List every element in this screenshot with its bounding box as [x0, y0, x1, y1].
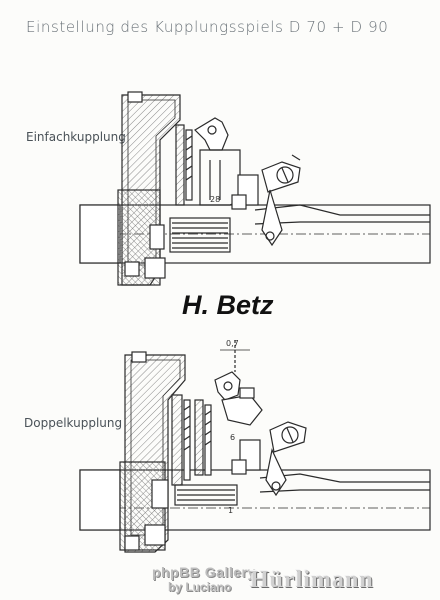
- single-gap-dimension: 28: [210, 195, 220, 204]
- double-end-dimension: 1: [228, 506, 233, 515]
- double-small-dimension: 6: [230, 433, 235, 442]
- drawing-title: Einstellung des Kupplungsspiels D 70 + D…: [26, 18, 389, 36]
- single-clutch-label: Einfachkupplung: [26, 130, 126, 144]
- double-clutch-drawing: [79, 340, 431, 553]
- author-stamp: H. Betz: [182, 290, 274, 320]
- watermark-author: by Luciano: [168, 580, 232, 594]
- single-clutch-drawing: [79, 91, 431, 286]
- watermark-gallery: phpBB Gallery: [152, 564, 256, 580]
- watermark-brand: Hürlimann: [250, 567, 374, 593]
- double-gap-dimension: 0,7: [226, 339, 239, 348]
- double-clutch-label: Doppelkupplung: [24, 416, 123, 430]
